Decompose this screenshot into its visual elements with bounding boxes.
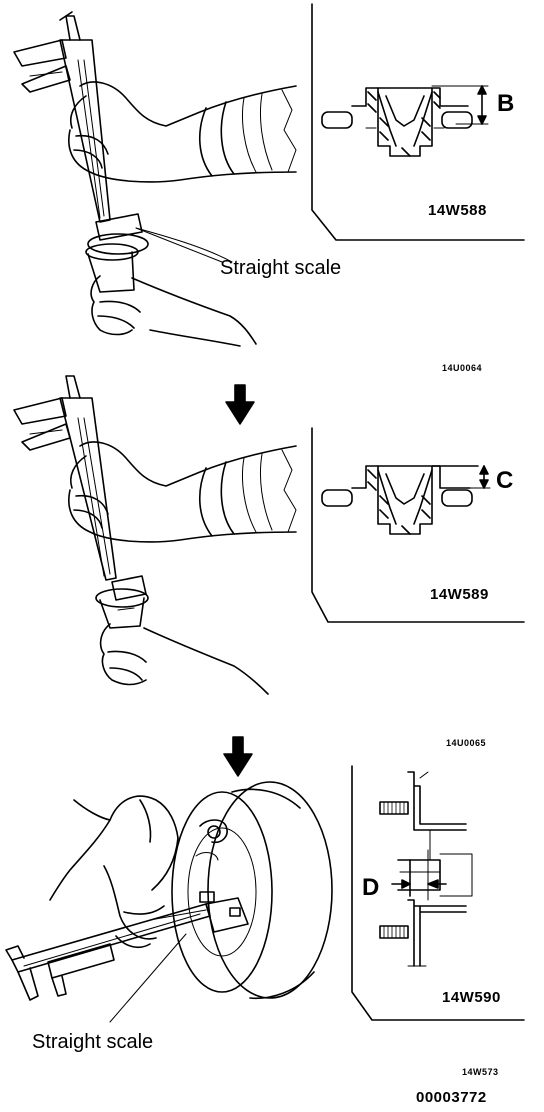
panel-2-measure-c <box>13 375 525 695</box>
down-arrow-icon <box>223 736 253 777</box>
caliper-2 <box>13 375 117 581</box>
hub-part-2 <box>95 575 149 629</box>
panel-3-measure-d <box>5 765 525 1023</box>
leader-line <box>109 933 187 1023</box>
straight-scale-label: Straight scale <box>32 1031 154 1053</box>
dimension-b-label: B <box>497 90 515 117</box>
dimension-c-label: C <box>496 467 514 494</box>
figure-code: 14U0064 <box>442 363 483 373</box>
figure-code: 14U0065 <box>446 738 487 748</box>
inset-figure-code: 14W588 <box>428 202 487 219</box>
lower-hand-1 <box>90 275 257 347</box>
lower-hand-2 <box>99 623 269 695</box>
panel-1-measure-b <box>13 3 525 347</box>
inset-3 <box>351 765 525 1021</box>
brake-drum <box>171 781 333 1000</box>
dimension-d-label: D <box>362 874 380 901</box>
inset-2 <box>311 427 525 623</box>
hand-holding-caliper-2 <box>68 441 297 543</box>
inset-figure-code: 14W590 <box>442 989 501 1006</box>
down-arrow-icon <box>225 384 255 425</box>
straight-scale-label: Straight scale <box>220 257 342 279</box>
hand-holding-caliper-1 <box>68 81 297 183</box>
document-id: 00003772 <box>416 1089 487 1106</box>
caliper-1 <box>13 11 111 223</box>
figure-code: 14W573 <box>462 1067 499 1077</box>
inset-figure-code: 14W589 <box>430 586 489 603</box>
hand-holding-caliper-3 <box>49 795 179 949</box>
leader-line <box>135 227 223 263</box>
inset-1 <box>311 3 525 241</box>
caliper-3 <box>5 891 249 1001</box>
hub-part-1 <box>85 213 233 293</box>
